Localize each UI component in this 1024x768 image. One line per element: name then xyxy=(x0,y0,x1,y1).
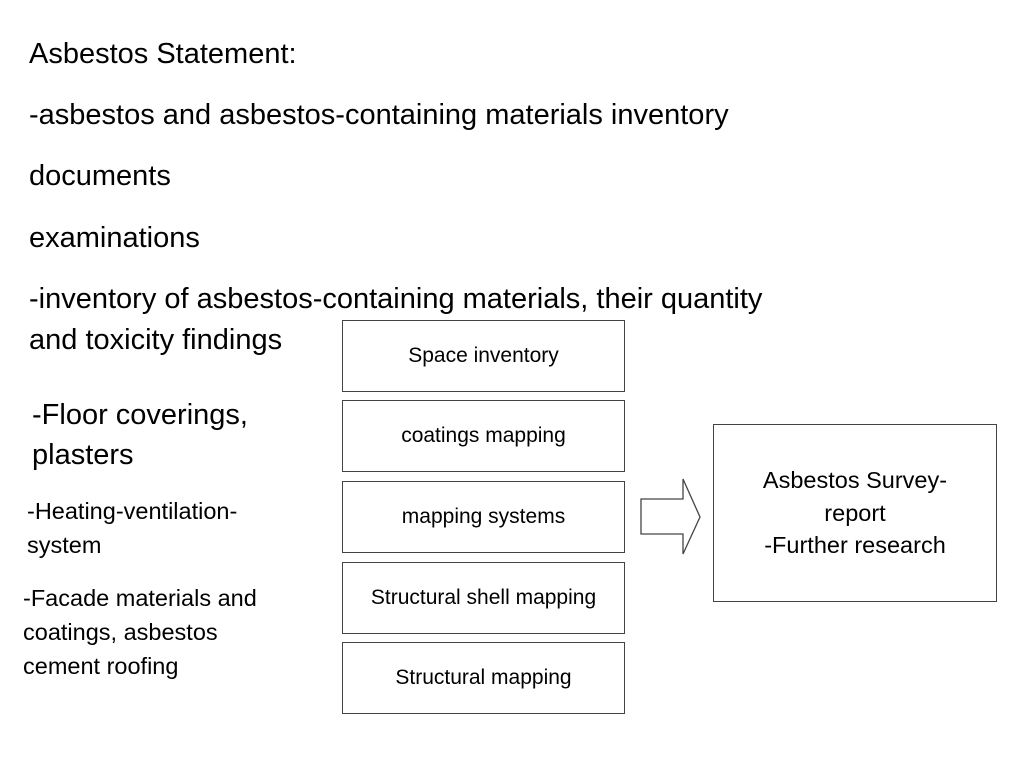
facade-label-line-2: coatings, asbestos xyxy=(23,619,218,645)
facade-label-line-3: cement roofing xyxy=(23,653,179,679)
statement-title: Asbestos Statement: xyxy=(29,38,297,70)
structural-mapping-box: Structural mapping xyxy=(342,642,625,714)
documents-line: documents xyxy=(29,160,171,192)
floor-label-line-2: plasters xyxy=(32,439,134,471)
examinations-line: examinations xyxy=(29,222,200,254)
findings-line-2: and toxicity findings xyxy=(29,324,283,356)
mapping-systems-box: mapping systems xyxy=(342,481,625,553)
survey-report-box: Asbestos Survey- report -Further researc… xyxy=(713,424,997,602)
facade-label-line-1: -Facade materials and xyxy=(23,585,257,611)
floor-label-line-1: -Floor coverings, xyxy=(32,399,248,431)
survey-report-line-2: report xyxy=(824,499,886,526)
findings-line-1: -inventory of asbestos-containing materi… xyxy=(29,283,763,315)
hvac-label-line-2: system xyxy=(27,532,102,558)
structural-shell-mapping-box: Structural shell mapping xyxy=(342,562,625,634)
survey-report-line-1: Asbestos Survey- xyxy=(762,466,948,493)
right-arrow-icon xyxy=(640,478,701,555)
hvac-label-line-1: -Heating-ventilation- xyxy=(27,498,238,524)
space-inventory-box: Space inventory xyxy=(342,320,625,392)
further-research-line: -Further research xyxy=(764,532,946,559)
coatings-mapping-box: coatings mapping xyxy=(342,400,625,472)
inventory-line: -asbestos and asbestos-containing materi… xyxy=(29,99,729,131)
